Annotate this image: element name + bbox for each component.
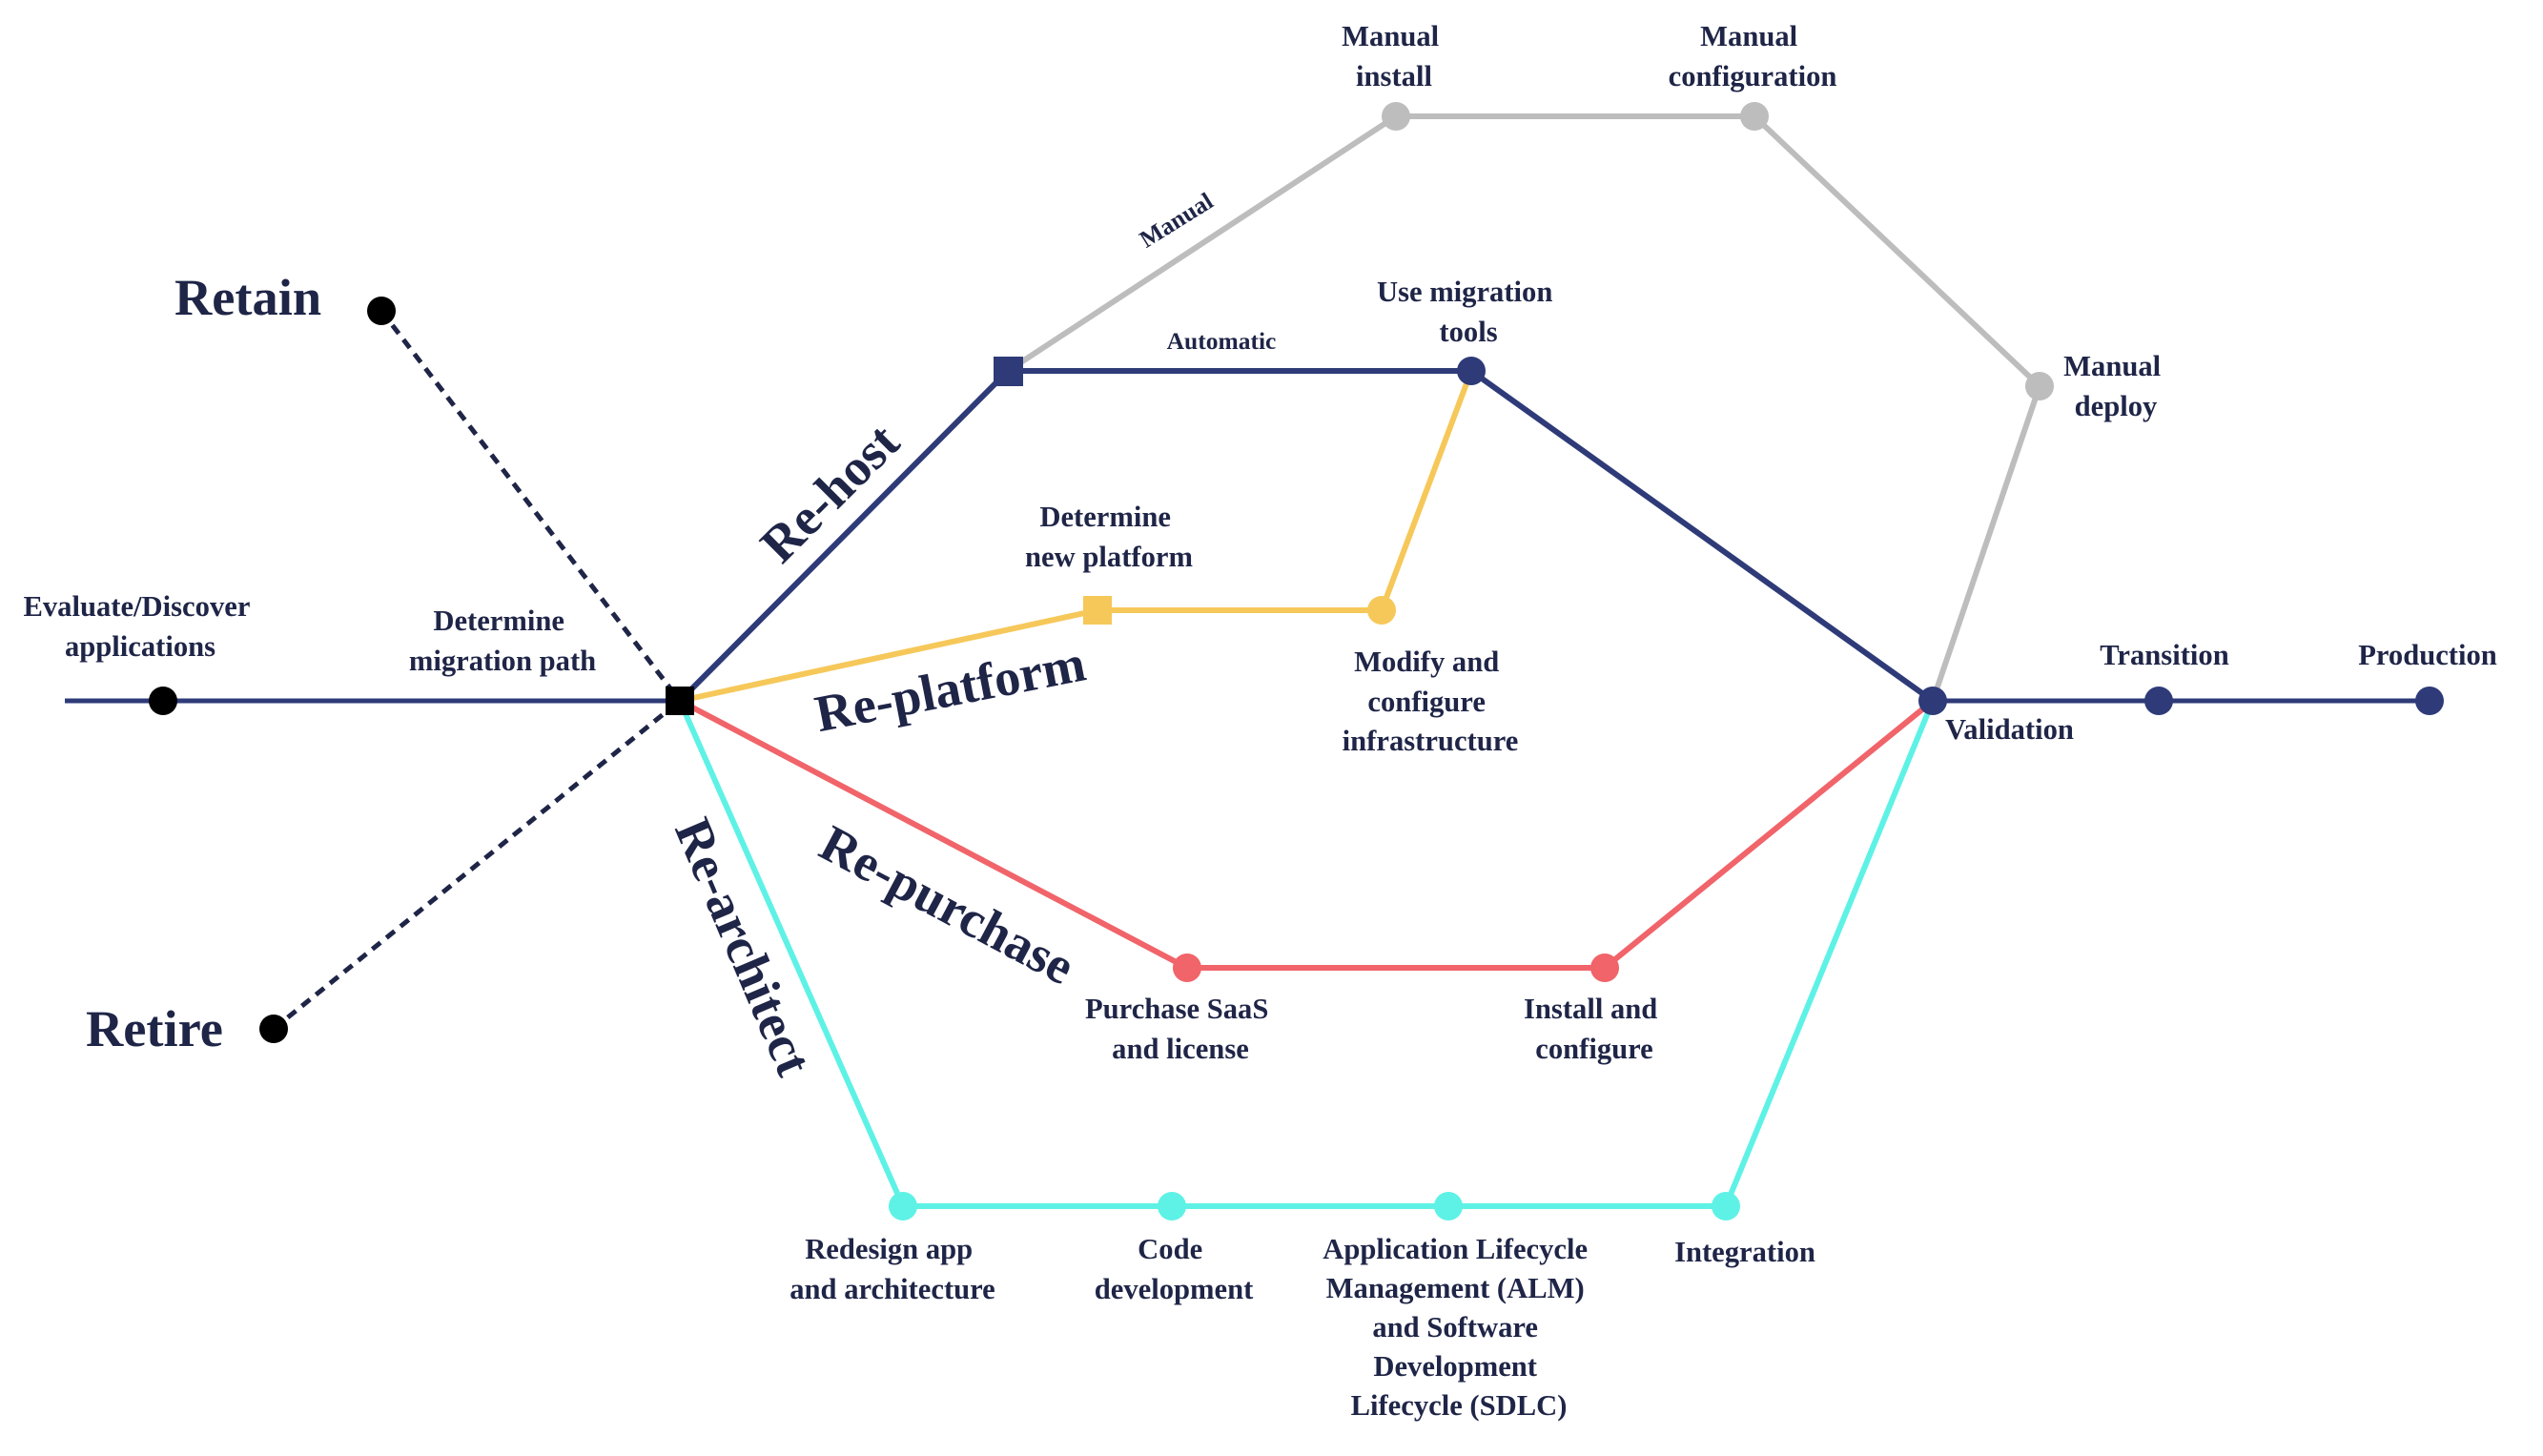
determine-migration-path-label: Determine migration path: [409, 605, 596, 677]
use-migration-tools-node: [1457, 357, 1486, 385]
redesign-label: Redesign app and architecture: [790, 1233, 995, 1305]
retain-dotted-line: [379, 309, 682, 703]
production-node: [2415, 687, 2444, 715]
manual-deploy-node: [2025, 372, 2054, 400]
retire-node: [259, 1015, 288, 1043]
install-configure-node: [1590, 954, 1619, 982]
evaluate-node: [149, 687, 177, 715]
evaluate-label: Evaluate/Discover applications: [23, 590, 256, 663]
rehost-path: [677, 368, 1935, 704]
redesign-node: [889, 1192, 917, 1220]
replatform-path: [679, 369, 1474, 704]
retire-label: Retire: [86, 1000, 223, 1057]
manual-configuration-label: Manual configuration: [1669, 20, 1837, 92]
automatic-branch-label: Automatic: [1167, 327, 1277, 355]
purchase-saas-node: [1173, 954, 1201, 982]
repurchase-path: [678, 698, 1935, 971]
manual-install-node: [1382, 102, 1410, 131]
purchase-saas-label: Purchase SaaS and license: [1085, 993, 1276, 1065]
use-migration-tools-label: Use migration tools: [1377, 276, 1560, 348]
alm-node: [1434, 1192, 1463, 1220]
migration-path-junction-node: [666, 687, 694, 715]
determine-new-platform-label: Determine new platform: [1025, 501, 1193, 573]
retain-node: [367, 297, 396, 325]
modify-configure-label: Modify and configure infrastructure: [1343, 646, 1519, 757]
manual-install-label: Manual install: [1342, 20, 1446, 92]
rearchitect-path: [677, 699, 1936, 1209]
replatform-label: Re-platform: [810, 635, 1090, 744]
rehost-junction-node: [994, 357, 1023, 386]
manual-deploy-label: Manual deploy: [2063, 350, 2168, 422]
determine-new-platform-node: [1083, 596, 1112, 625]
production-label: Production: [2358, 639, 2497, 671]
validation-node: [1918, 687, 1947, 715]
validation-label: Validation: [1945, 713, 2074, 746]
transition-node: [2144, 687, 2173, 715]
retain-label: Retain: [174, 269, 321, 326]
integration-node: [1712, 1192, 1740, 1220]
code-development-label: Code development: [1095, 1233, 1254, 1305]
integration-label: Integration: [1674, 1236, 1815, 1268]
modify-configure-node: [1367, 596, 1396, 625]
code-development-node: [1158, 1192, 1186, 1220]
install-configure-label: Install and configure: [1524, 993, 1665, 1065]
alm-label: Application Lifecycle Management (ALM) a…: [1323, 1233, 1595, 1422]
transition-label: Transition: [2100, 639, 2228, 671]
retire-dotted-line: [272, 699, 682, 1031]
manual-configuration-node: [1740, 102, 1769, 131]
